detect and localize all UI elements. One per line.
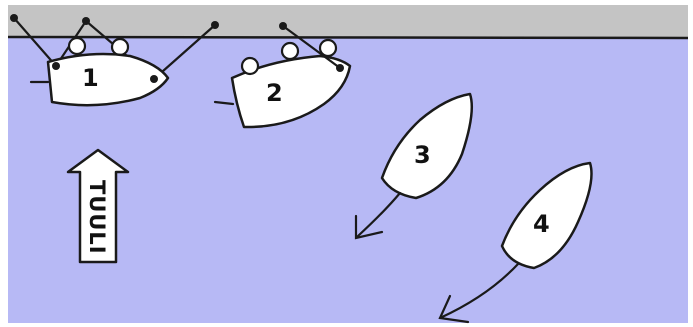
boat-1-line-left (12, 16, 58, 68)
boat-1-crew-2 (110, 37, 130, 57)
boat-1-mast-top (82, 17, 90, 25)
boat-1: 1 (10, 14, 219, 107)
boat-3-direction-line (356, 191, 402, 238)
boat-1-label: 1 (82, 64, 99, 92)
boat-1-crew-1 (67, 36, 87, 56)
boat-4-label: 4 (533, 210, 550, 238)
boat-2-mast (281, 24, 342, 70)
boat-2-bow-point (336, 64, 344, 72)
shoreline (7, 35, 689, 40)
boat-1-line-right (152, 23, 217, 81)
boat-1-rope-end-right (211, 21, 219, 29)
wind-arrow: TUULI (66, 148, 130, 264)
wind-arrow-shape (66, 148, 130, 264)
boat-2-hull (230, 54, 352, 129)
boat-4-hull (500, 161, 593, 270)
boat-2-tiller (213, 100, 235, 106)
shore-area (8, 5, 688, 37)
boat-3: 3 (354, 92, 473, 240)
boat-2-mast-top (279, 22, 287, 30)
boat-1-rope-end-left (10, 14, 18, 22)
boat-1-anchor-point (52, 62, 60, 70)
boat-4-direction-line (438, 262, 520, 320)
boat-1-bow-point (150, 75, 158, 83)
boat-3-arrowhead (354, 214, 384, 240)
boat-3-hull (380, 92, 473, 200)
boat-2: 2 (213, 22, 352, 129)
boat-2-crew-2 (280, 41, 300, 61)
boat-2-crew-3 (318, 38, 338, 58)
boat-3-label: 3 (414, 141, 431, 169)
boat-4: 4 (438, 161, 593, 324)
wind-label: TUULI (85, 180, 109, 255)
boat-2-crew-1 (240, 56, 260, 76)
boat-1-hull (46, 52, 170, 107)
boat-4-arrowhead (438, 294, 470, 324)
boat-2-label: 2 (266, 79, 283, 107)
